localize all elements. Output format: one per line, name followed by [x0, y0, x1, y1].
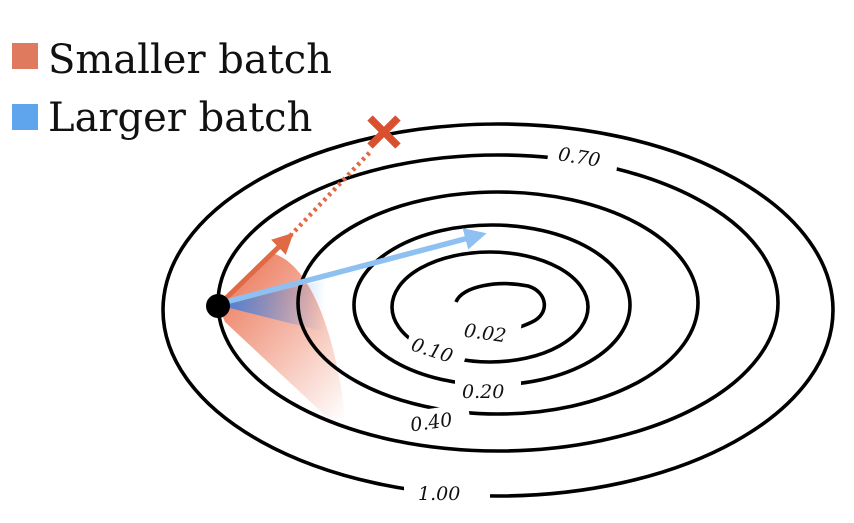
legend-label-smaller-batch: Smaller batch	[48, 37, 332, 83]
smaller-batch-step-arrow	[218, 232, 294, 306]
contour-line-1-00	[161, 122, 835, 498]
legend-swatch-smaller-batch	[12, 43, 38, 69]
legend-swatch-larger-batch	[12, 104, 38, 130]
smaller-batch-path-dotted	[288, 148, 374, 238]
start-point	[206, 294, 230, 318]
x-marker-icon	[367, 115, 401, 149]
larger-batch-step-arrow	[221, 228, 487, 306]
contour-line-0-40	[296, 190, 700, 416]
legend-label-larger-batch: Larger batch	[48, 95, 312, 141]
contour-line-0-10	[390, 250, 590, 364]
contour-label-0-20: 0.20	[462, 381, 504, 403]
contour-label-1-00: 1.00	[418, 483, 460, 505]
legend: Smaller batch Larger batch	[12, 37, 332, 141]
